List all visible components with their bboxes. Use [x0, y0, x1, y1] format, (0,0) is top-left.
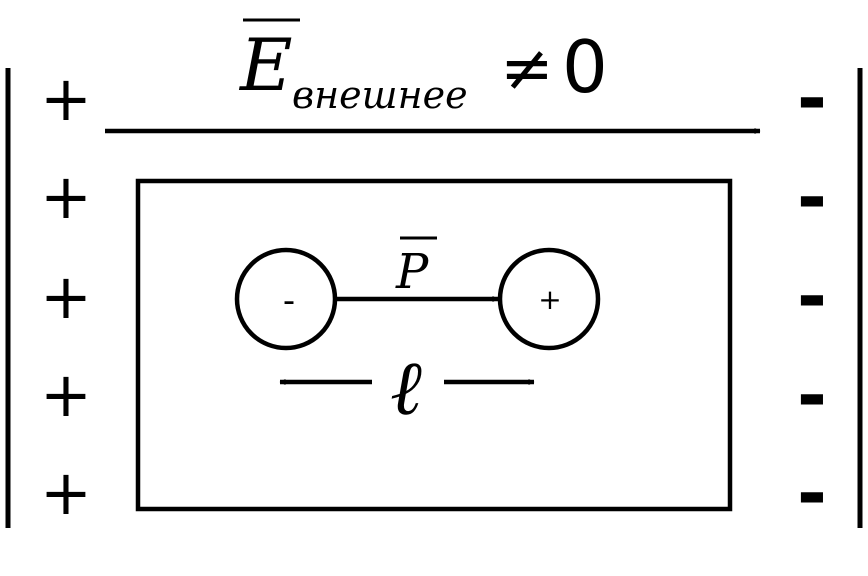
field-subscript: внешнее [292, 73, 468, 117]
minus-sign: - [797, 254, 827, 338]
minus-sign: - [797, 155, 827, 239]
negative-charge: - [234, 247, 338, 351]
minus-signs: - - - - - [797, 56, 827, 535]
moment-symbol: P [395, 244, 429, 300]
plus-sign: + [40, 260, 92, 333]
plus-sign: + [40, 62, 92, 135]
length-indicator: ℓ [279, 343, 535, 432]
dielectric-box [135, 178, 733, 512]
positive-charge: + [497, 247, 601, 351]
minus-sign: - [797, 56, 827, 140]
field-value: 0 [562, 25, 608, 109]
plus-sign: + [40, 456, 92, 529]
length-label: ℓ [390, 343, 422, 432]
minus-sign: - [797, 353, 827, 437]
negative-charge-circle [234, 247, 338, 351]
field-symbol: E [238, 23, 293, 107]
minus-sign: - [797, 451, 827, 535]
field-label: E внешнее ≠ 0 [238, 18, 608, 117]
plus-sign: + [40, 358, 92, 431]
plus-sign: + [40, 160, 92, 233]
positive-charge-circle [497, 247, 601, 351]
positive-charge-sign: + [538, 283, 561, 316]
field-relation: ≠ [500, 32, 554, 106]
plus-signs: + + + + + [40, 62, 92, 529]
negative-charge-sign: - [283, 281, 295, 321]
moment-label: P [395, 236, 437, 300]
